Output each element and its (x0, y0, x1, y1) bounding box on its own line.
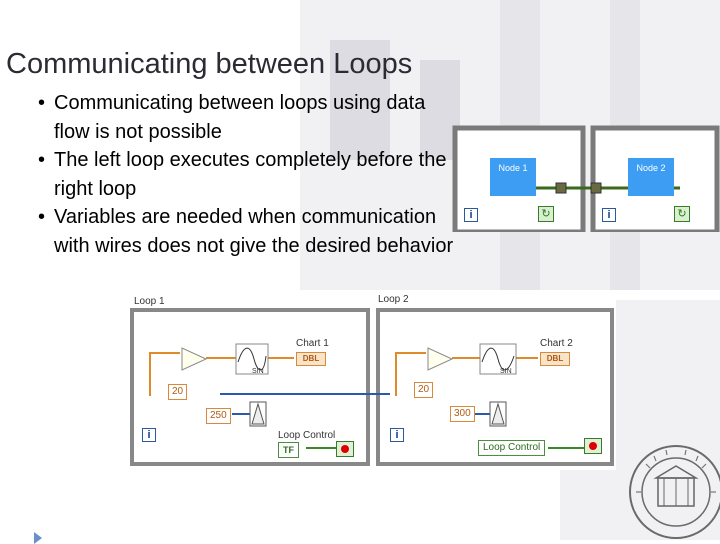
sin-label: SIN (500, 368, 512, 375)
stop-condition-icon (584, 438, 602, 454)
chart-2-terminal: DBL (540, 352, 570, 366)
bullet-item: The left loop executes completely before… (38, 146, 454, 203)
node-1-label: Node 1 (498, 163, 528, 173)
iteration-terminal: i (464, 208, 478, 222)
bullet-item: Variables are needed when communication … (38, 203, 454, 260)
iteration-terminal: i (602, 208, 616, 222)
numeric-constant-300: 300 (450, 406, 475, 422)
iteration-terminal: i (390, 428, 404, 442)
chart-1-label: Chart 1 (296, 338, 329, 349)
stop-condition-icon (336, 441, 354, 457)
bullet-item: Communicating between loops using data f… (38, 89, 454, 146)
boolean-control-terminal: TF (278, 442, 299, 458)
chart-1-terminal: DBL (296, 352, 326, 366)
chart-2-label: Chart 2 (540, 338, 573, 349)
bullet-list: Communicating between loops using data f… (38, 89, 454, 260)
slide-title: Communicating between Loops (6, 48, 413, 80)
numeric-constant-20: 20 (168, 384, 188, 400)
node-1-block: Node 1 (490, 158, 536, 196)
iteration-terminal: i (142, 428, 156, 442)
loop-condition-icon: ↻ (538, 206, 554, 222)
numeric-constant-250: 250 (206, 408, 231, 424)
numeric-constant-20: 20 (414, 382, 434, 398)
university-seal-logo (629, 445, 720, 539)
loop-2-label: Loop 2 (378, 294, 409, 305)
loop-control-2-terminal: Loop Control (478, 440, 546, 456)
next-slide-arrow-icon[interactable] (34, 532, 42, 544)
two-loop-chart-diagram: Loop 1 Loop 2 Chart 1 DBL SIN Chart 2 DB… (128, 290, 616, 470)
loop-condition-icon: ↻ (674, 206, 690, 222)
loop-control-1-label: Loop Control (278, 430, 336, 441)
two-node-loop-diagram: Node 1 Node 2 i ↻ i ↻ (452, 122, 720, 232)
loop-1-label: Loop 1 (134, 296, 165, 307)
sin-label: SIN (252, 368, 264, 375)
node-2-block: Node 2 (628, 158, 674, 196)
node-2-label: Node 2 (636, 163, 666, 173)
